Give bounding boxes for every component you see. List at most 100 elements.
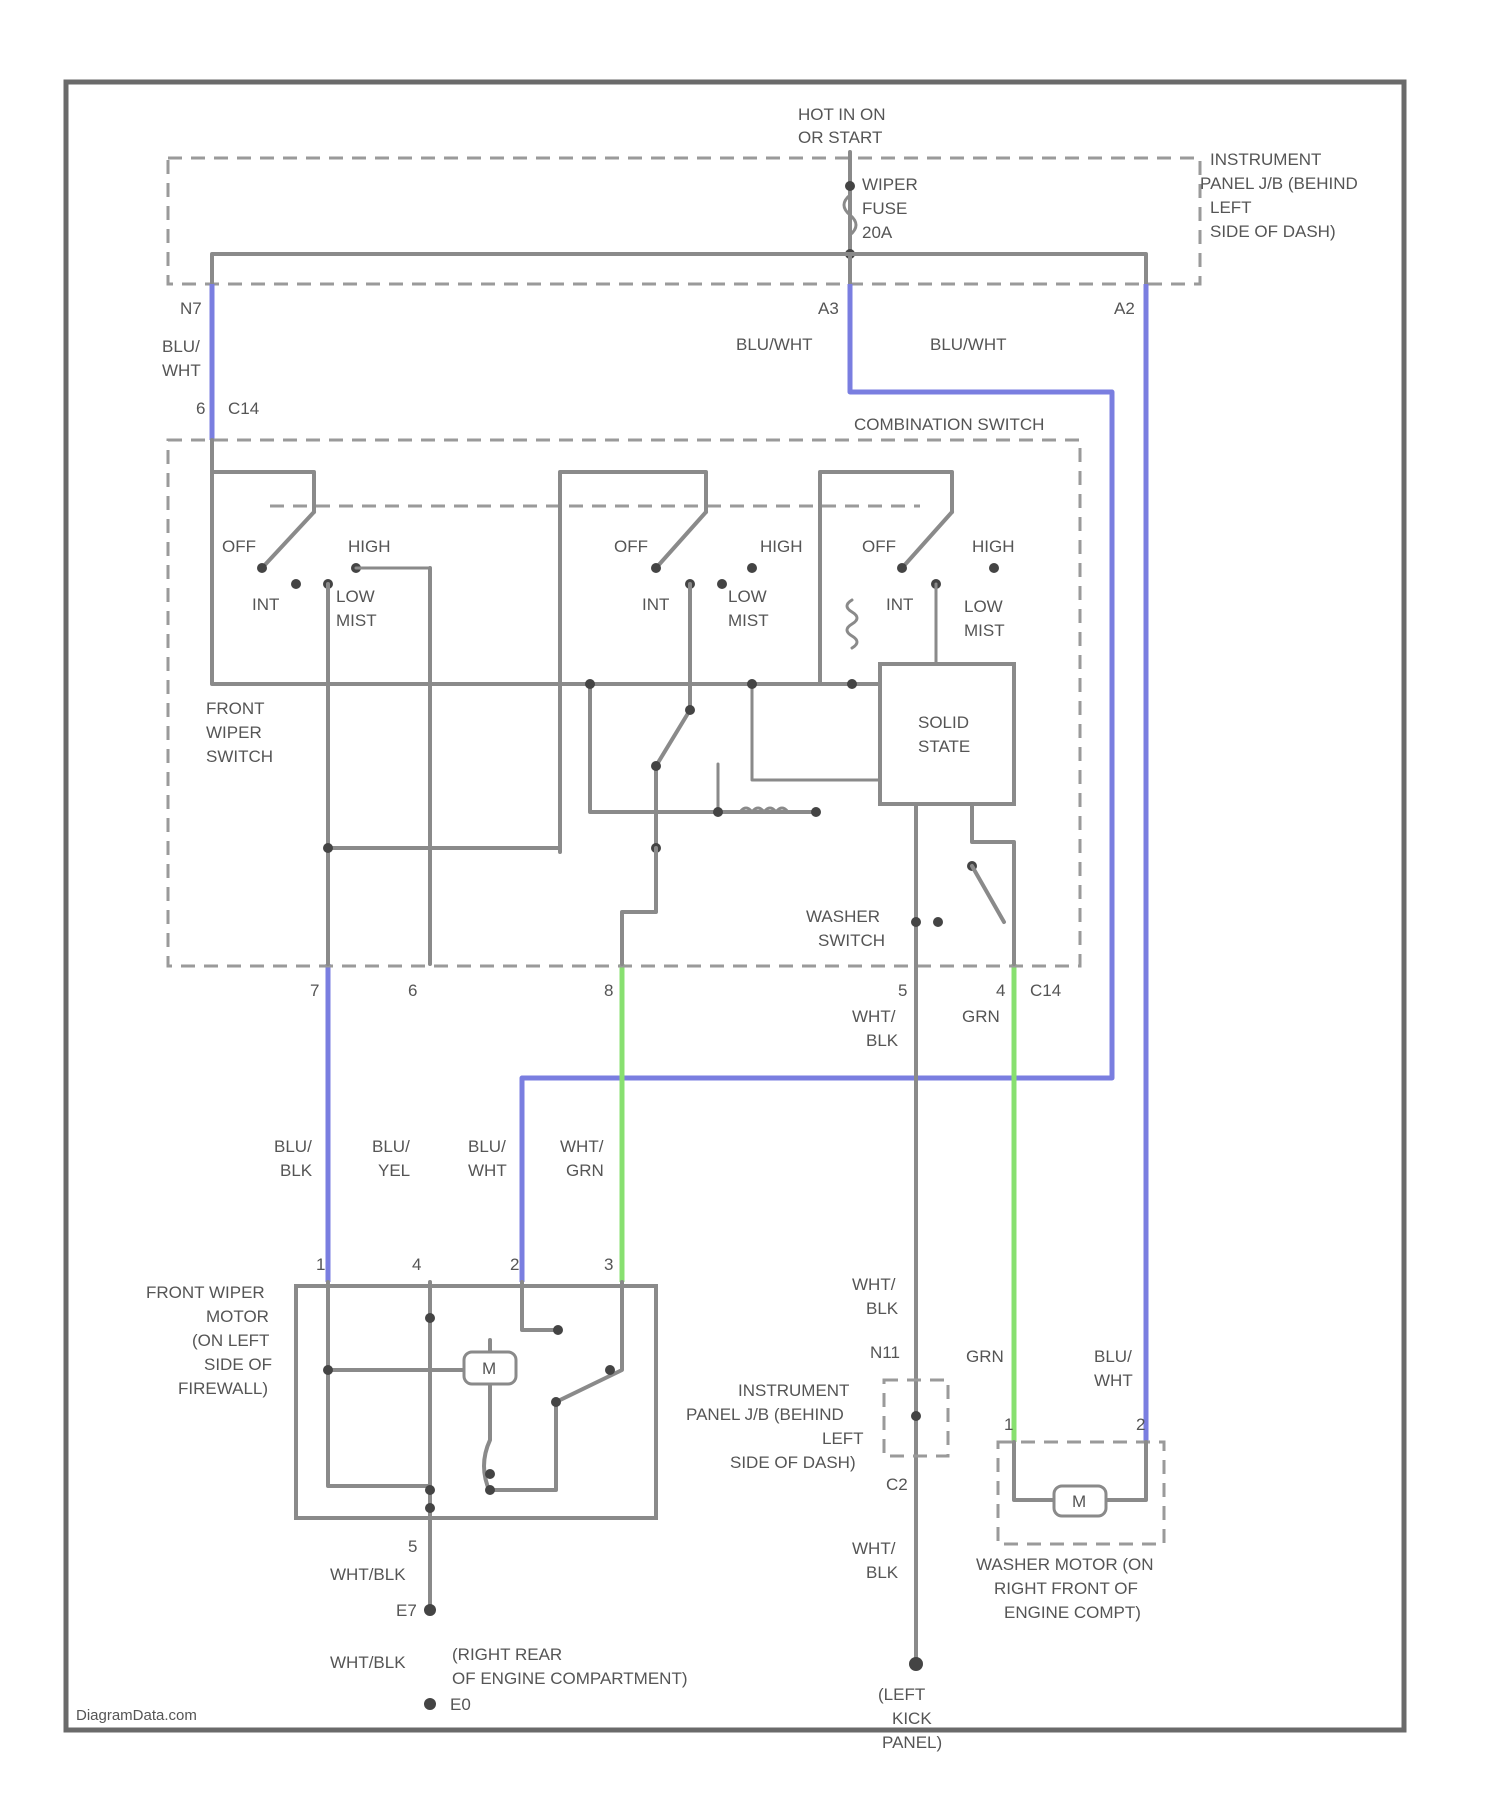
switch1-high-label: HIGH xyxy=(348,537,391,556)
relay-to-pin8 xyxy=(622,848,656,964)
switch1-lever xyxy=(262,512,314,568)
switch3-int-label: INT xyxy=(886,595,913,614)
front-wiper-motor-label-3: (ON LEFT xyxy=(192,1331,269,1350)
hot-label-2: OR START xyxy=(798,128,882,147)
fuse-node-top xyxy=(845,181,855,191)
switch3-off-label: OFF xyxy=(862,537,896,556)
ground-right-label-2: OF ENGINE COMPARTMENT) xyxy=(452,1669,688,1688)
wire-label-blu-yel-2: YEL xyxy=(378,1161,410,1180)
switch3-low-label-1: LOW xyxy=(964,597,1003,616)
relay-coil-link xyxy=(752,684,880,780)
node-relay-left xyxy=(585,679,595,689)
washer-switch-frame xyxy=(972,804,1014,964)
ip-jb-top-line2: PANEL J/B (BEHIND xyxy=(1200,174,1358,193)
solid-state-label-2: STATE xyxy=(918,737,970,756)
wire-label-wht-grn-1: WHT/ xyxy=(560,1137,604,1156)
front-wiper-motor-label-2: MOTOR xyxy=(206,1307,269,1326)
motor-pin-2: 2 xyxy=(510,1255,519,1274)
wire-label-blu-yel-1: BLU/ xyxy=(372,1137,410,1156)
motor-wire-2 xyxy=(522,1282,558,1330)
diagram-frame xyxy=(66,82,1404,1730)
front-wiper-motor-symbol: M xyxy=(482,1359,496,1378)
node-low-tie xyxy=(323,843,333,853)
solid-state-box xyxy=(880,664,1014,804)
washer-motor-label-2: RIGHT FRONT OF xyxy=(994,1579,1138,1598)
switch1-pivot xyxy=(257,563,267,573)
wire-label-blu-wht-left-2: WHT xyxy=(162,361,201,380)
ip-jb-bottom-label-1: INSTRUMENT xyxy=(738,1381,849,1400)
wire-label-blu-wht-mid: BLU/WHT xyxy=(736,335,813,354)
motor-node-ground xyxy=(425,1485,435,1495)
node-relay-mid xyxy=(685,705,695,715)
front-wiper-switch-label-1: FRONT xyxy=(206,699,265,718)
ip-jb-top-line1: INSTRUMENT xyxy=(1210,150,1321,169)
hot-label-1: HOT IN ON xyxy=(798,105,886,124)
ground-left-label-1: (LEFT xyxy=(878,1685,925,1704)
ip-jb-bottom-node xyxy=(911,1411,921,1421)
washer-pin-1: 1 xyxy=(1004,1415,1013,1434)
wire-label-wht-blk-ground: WHT/BLK xyxy=(330,1653,406,1672)
wire-label-blu-wht-washer-2: WHT xyxy=(1094,1371,1133,1390)
front-wiper-motor-label-1: FRONT WIPER xyxy=(146,1283,265,1302)
motor-pin-4: 4 xyxy=(412,1255,421,1274)
washer-switch-contact-b xyxy=(933,917,943,927)
wire-label-blu-wht-washer-1: BLU/ xyxy=(1094,1347,1132,1366)
switch1-low-label-2: MIST xyxy=(336,611,377,630)
fuse-label-1: WIPER xyxy=(862,175,918,194)
washer-motor-label-1: WASHER MOTOR (ON xyxy=(976,1555,1154,1574)
switch3-frame xyxy=(820,472,952,682)
switch3-high-contact xyxy=(989,563,999,573)
ip-jb-top-line3: LEFT xyxy=(1210,198,1252,217)
switch3-coil xyxy=(847,600,857,648)
c14-top-pin: 6 xyxy=(196,399,205,418)
washer-motor-label-3: ENGINE COMPT) xyxy=(1004,1603,1141,1622)
switch2-low-label-2: MIST xyxy=(728,611,769,630)
c14-bottom-label: C14 xyxy=(1030,981,1061,1000)
motor-bottom-pin: 5 xyxy=(408,1537,417,1556)
node-relay-coil xyxy=(747,679,757,689)
motor-wire-1 xyxy=(328,1282,430,1486)
pin-5: 5 xyxy=(898,981,907,1000)
motor-wire-3 xyxy=(490,1282,622,1490)
washer-switch-contact-a xyxy=(911,917,921,927)
ground-e0-label: E0 xyxy=(450,1695,471,1714)
switch2-high-contact xyxy=(747,563,757,573)
node-relay-arm xyxy=(713,807,723,817)
front-wiper-switch-label-2: WIPER xyxy=(206,723,262,742)
ground-left-label-3: PANEL) xyxy=(882,1733,942,1752)
ground-e0-node xyxy=(424,1698,436,1710)
wire-label-wht-blk-right-2: BLK xyxy=(866,1299,899,1318)
motor-node-3 xyxy=(605,1365,615,1375)
relay-contact xyxy=(656,584,690,848)
wire-label-blu-wht-low-1: BLU/ xyxy=(468,1137,506,1156)
ip-jb-bottom-label-3: LEFT xyxy=(822,1429,864,1448)
ip-jb-bottom-label-4: SIDE OF DASH) xyxy=(730,1453,856,1472)
solid-state-label-1: SOLID xyxy=(918,713,969,732)
c14-top-label: C14 xyxy=(228,399,259,418)
switch3-lever xyxy=(902,512,952,568)
motor-node-lower xyxy=(485,1469,495,1479)
wire-label-grn-c14: GRN xyxy=(962,1007,1000,1026)
motor-node-3b xyxy=(551,1397,561,1407)
fuse-block-outline xyxy=(168,158,1200,284)
pin-n11: N11 xyxy=(870,1343,900,1362)
switch3-high-label: HIGH xyxy=(972,537,1015,556)
ground-e7-node xyxy=(424,1604,436,1616)
wire-label-grn-low: GRN xyxy=(966,1347,1004,1366)
ip-jb-top-line4: SIDE OF DASH) xyxy=(1210,222,1336,241)
front-wiper-motor-label-5: FIREWALL) xyxy=(178,1379,268,1398)
pin-a2: A2 xyxy=(1114,299,1135,318)
watermark: DiagramData.com xyxy=(76,1707,197,1724)
ground-left-node xyxy=(909,1657,923,1671)
switch2-frame xyxy=(560,472,706,852)
switch2-low-label-1: LOW xyxy=(728,587,767,606)
pin-c2: C2 xyxy=(886,1475,908,1494)
wire-label-blu-blk-1: BLU/ xyxy=(274,1137,312,1156)
front-wiper-switch-label-3: SWITCH xyxy=(206,747,273,766)
wire-label-blu-blk-2: BLK xyxy=(280,1161,313,1180)
pin-6: 6 xyxy=(408,981,417,1000)
wire-label-blu-wht-low-2: WHT xyxy=(468,1161,507,1180)
washer-pin-2: 2 xyxy=(1136,1415,1145,1434)
switch1-frame xyxy=(212,440,314,512)
